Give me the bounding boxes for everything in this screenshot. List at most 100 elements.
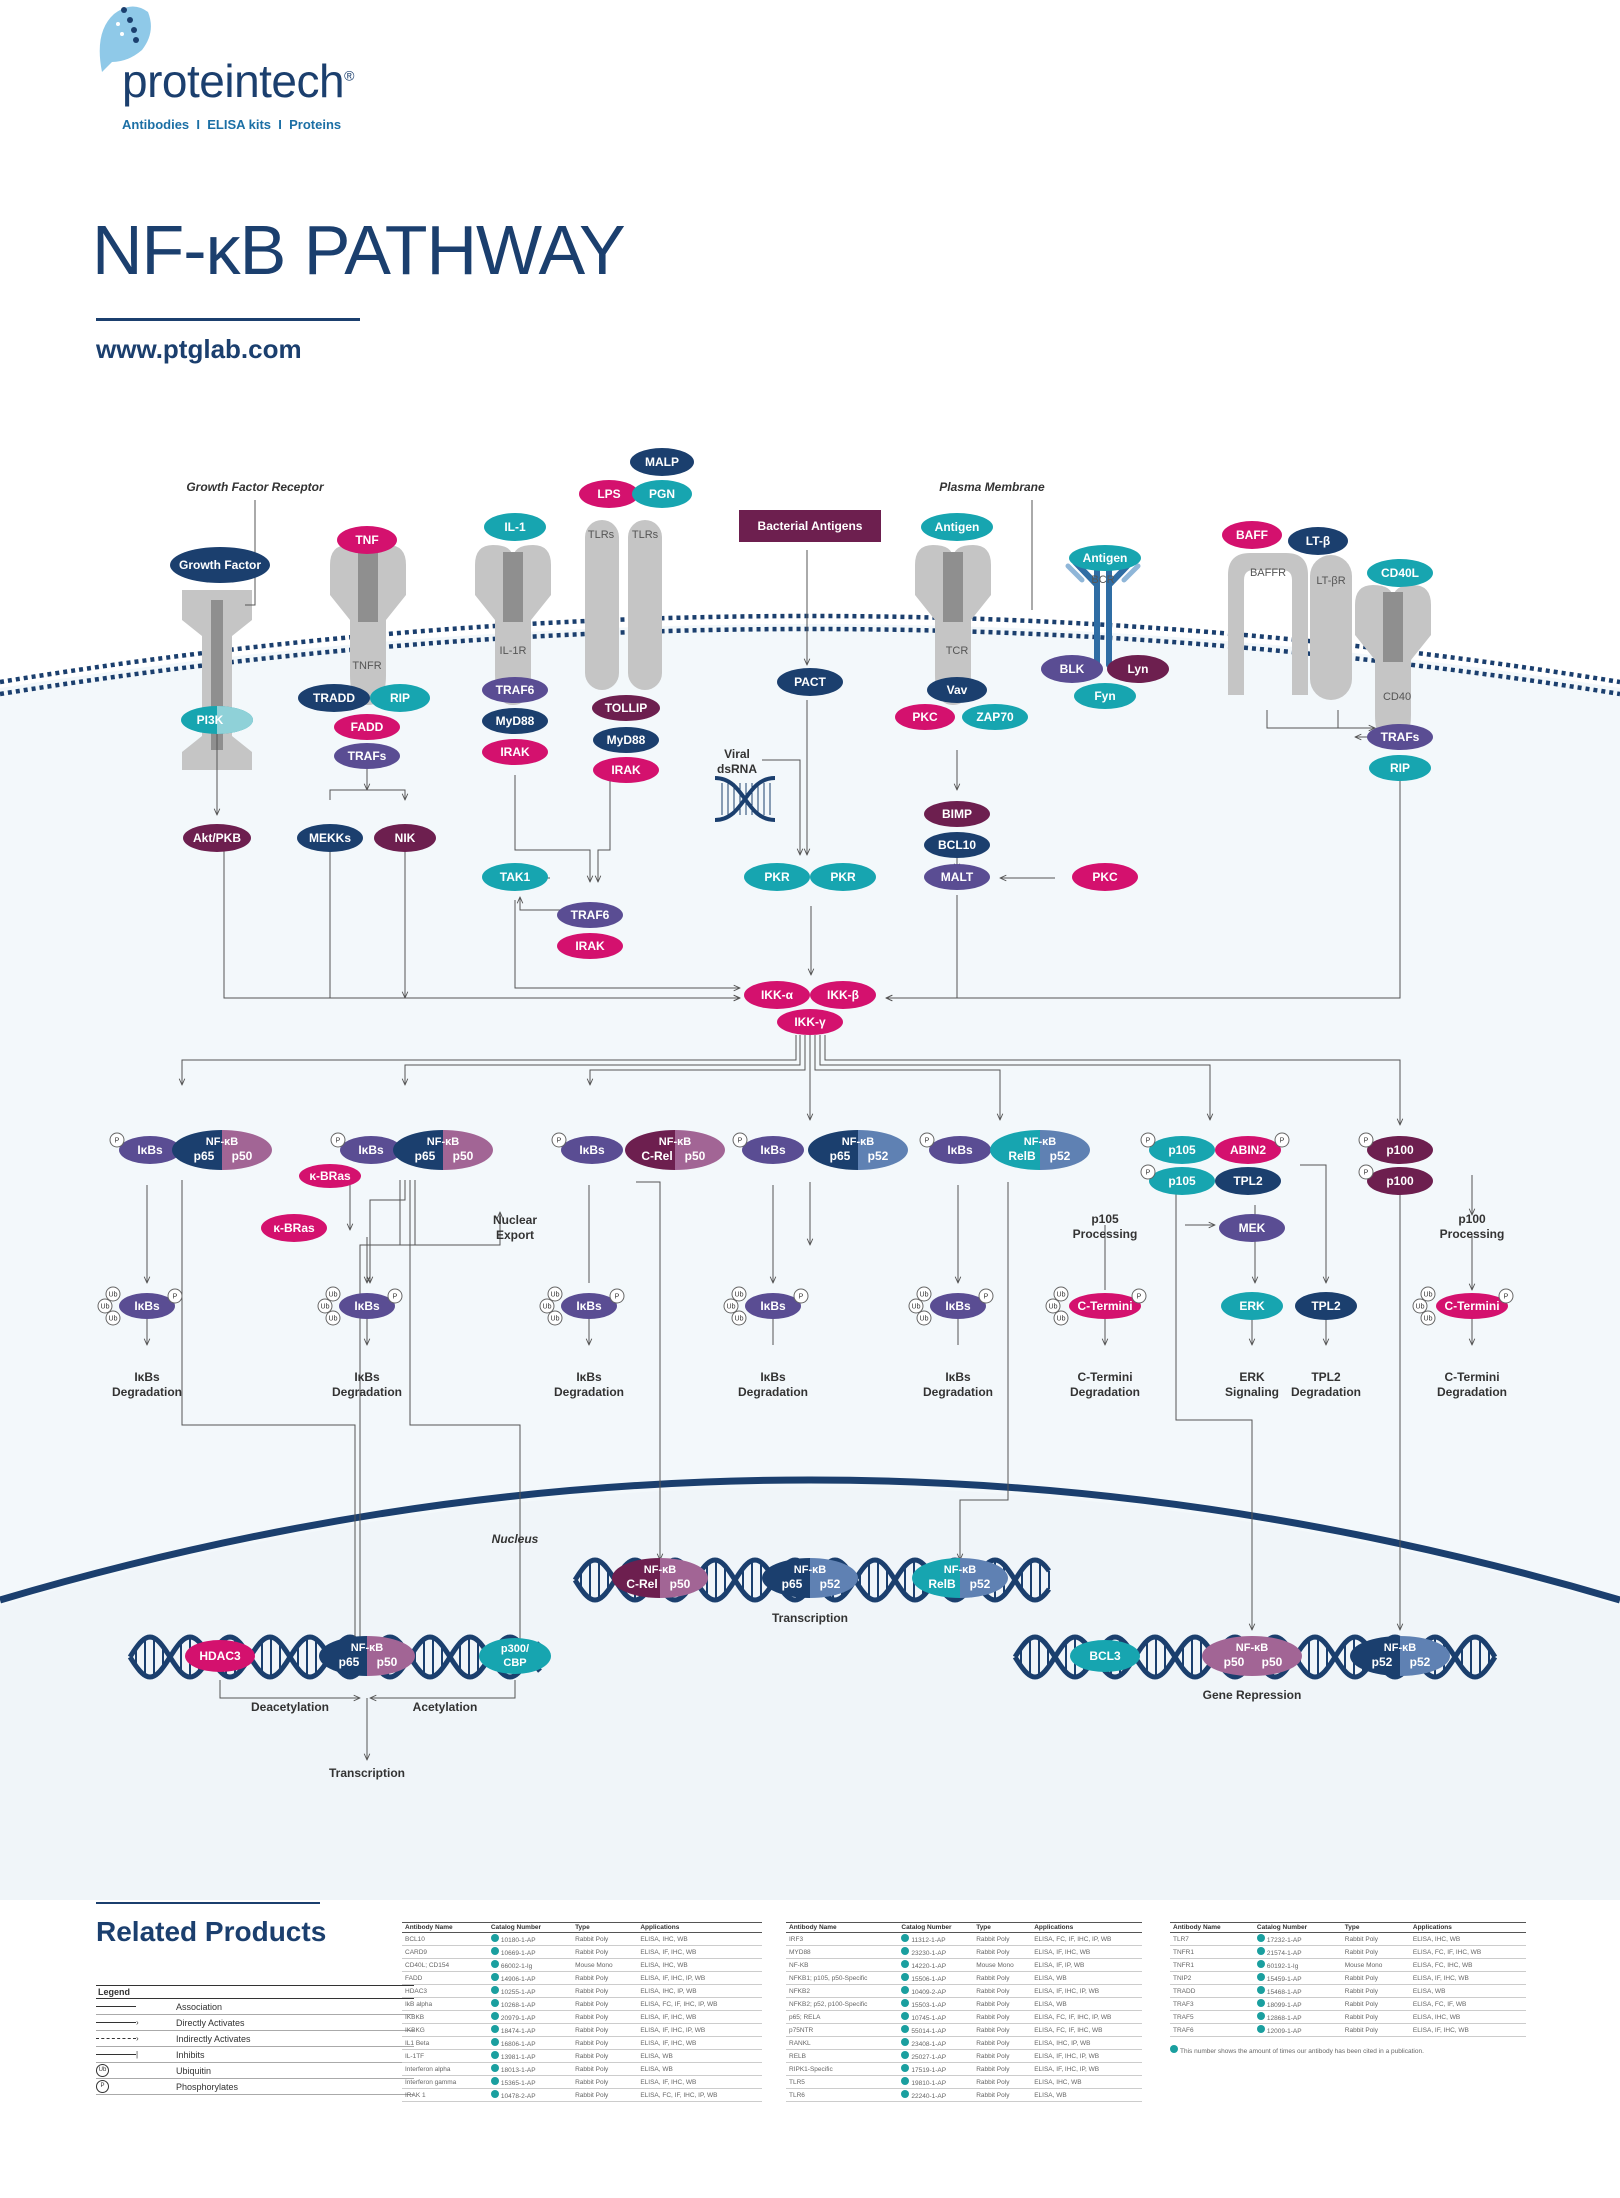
table-cell[interactable]: TNFR1: [1170, 1945, 1254, 1959]
citation-icon: [901, 2090, 910, 2098]
ikk-alpha-node: IKK-α: [744, 981, 810, 1009]
table-cell[interactable]: IL1 Beta: [402, 2036, 488, 2050]
pathway-connector: [520, 897, 565, 911]
table-cell[interactable]: BCL10: [402, 1932, 488, 1946]
table-cell[interactable]: p75NTR: [786, 2023, 899, 2037]
table-cell[interactable]: FADD: [402, 1971, 488, 1985]
table-cell[interactable]: IKBKB: [402, 2010, 488, 2024]
table-cell: ELISA, IF, IHC, WB: [1409, 1971, 1526, 1985]
table-cell[interactable]: RIPK1-Specific: [786, 2062, 899, 2076]
table-cell[interactable]: TLR7: [1170, 1932, 1254, 1946]
table-cell: ELISA, FC, IF, IHC, IP, WB: [1031, 1932, 1142, 1946]
ikbs-node: IκBs: [929, 1136, 991, 1164]
svg-text:LT-β: LT-β: [1306, 534, 1330, 548]
citation-icon: [901, 2038, 910, 2046]
table-cell: 19810-1-AP: [898, 2075, 974, 2089]
c-termini-node: C-Termini: [1436, 1293, 1508, 1319]
table-cell[interactable]: Interferon alpha: [402, 2062, 488, 2076]
website-url[interactable]: www.ptglab.com: [96, 334, 302, 364]
pathway-connector: [370, 1180, 406, 1283]
table-cell[interactable]: CD40L; CD154: [402, 1958, 488, 1972]
ubiquitin-icon: Ub: [723, 1298, 739, 1314]
nfkb-label: NF-κB: [206, 1136, 238, 1148]
table-cell: 14220-1-AP: [898, 1958, 974, 1972]
table-cell[interactable]: IL-1TF: [402, 2049, 488, 2063]
table-cell[interactable]: TNFR1: [1170, 1958, 1254, 1972]
svg-text:IκBs: IκBs: [354, 1299, 380, 1313]
p65-subunit-label: p65: [415, 1149, 436, 1163]
table-cell[interactable]: TLR5: [786, 2075, 899, 2089]
ubiquitin-icon: Ub: [1420, 1310, 1436, 1326]
pathway-connector: [181, 1180, 355, 1650]
table-cell[interactable]: NFKB2; p52, p100-Specific: [786, 1997, 899, 2011]
table-cell[interactable]: TRAF6: [1170, 2023, 1254, 2037]
phosphate-icon: P: [978, 1288, 994, 1304]
svg-text:TRAFs: TRAFs: [1381, 730, 1420, 744]
table-cell[interactable]: Interferon gamma: [402, 2075, 488, 2089]
svg-text:MEK: MEK: [1239, 1221, 1266, 1235]
table-cell[interactable]: TRADD: [1170, 1984, 1254, 1998]
nfkb-label: NF-κB: [944, 1564, 976, 1576]
svg-text:Ub: Ub: [1424, 1315, 1433, 1322]
viral-dsrna-label: dsRNA: [717, 762, 757, 776]
table-cell[interactable]: NF-KB: [786, 1958, 899, 1972]
mekks-node: MEKKs: [297, 824, 363, 852]
tlr-receptor-2: [628, 520, 662, 690]
table-cell[interactable]: TRAF5: [1170, 2010, 1254, 2024]
table-cell: Rabbit Poly: [572, 1984, 638, 1998]
table-cell[interactable]: NFKB2: [786, 1984, 899, 1998]
traf6-node: TRAF6: [557, 902, 623, 928]
nfkb-label: NF-κB: [351, 1642, 383, 1654]
table-cell[interactable]: IRAK 1: [402, 2088, 488, 2102]
baffr-label: BAFFR: [1250, 567, 1286, 579]
p100-processing-label: p100: [1458, 1212, 1486, 1226]
citation-icon: [490, 1999, 499, 2007]
table-cell[interactable]: TLR6: [786, 2088, 899, 2102]
svg-text:p100: p100: [1386, 1174, 1414, 1188]
svg-text:Antigen: Antigen: [1083, 551, 1128, 565]
table-cell[interactable]: RELB: [786, 2049, 899, 2063]
table-cell[interactable]: MYD88: [786, 1945, 899, 1959]
p100-processing-label: Processing: [1440, 1227, 1505, 1241]
pathway-connector: [223, 850, 740, 998]
table-cell: 18099-1-AP: [1253, 1997, 1342, 2011]
svg-text:PKR: PKR: [830, 870, 856, 884]
citation-icon: [1256, 1986, 1265, 1994]
table-cell: 17232-1-AP: [1253, 1932, 1342, 1946]
table-cell: ELISA, FC, IHC, WB: [1409, 1958, 1526, 1972]
citation-icon: [1256, 2025, 1265, 2033]
nfkb-label: NF-κB: [794, 1564, 826, 1576]
citation-icon: [901, 2077, 910, 2085]
table-cell[interactable]: p65; RELA: [786, 2010, 899, 2024]
phosphate-icon: P: [609, 1288, 625, 1304]
pathway-connector: [886, 767, 1401, 998]
table-cell[interactable]: IKBKG: [402, 2023, 488, 2037]
table-cell: 16806-1-AP: [487, 2036, 573, 2050]
table-cell: Rabbit Poly: [973, 1971, 1032, 1985]
svg-text:BCL3: BCL3: [1089, 1649, 1121, 1663]
table-cell: 12009-1-AP: [1253, 2023, 1342, 2037]
table-cell[interactable]: IkB alpha: [402, 1997, 488, 2011]
svg-text:ERK: ERK: [1239, 1299, 1265, 1313]
table-cell[interactable]: HDAC3: [402, 1984, 488, 1998]
table-cell[interactable]: CARD9: [402, 1945, 488, 1959]
table-cell: ELISA, IF, IHC, IP, WB: [637, 2023, 762, 2037]
table-cell[interactable]: RANKL: [786, 2036, 899, 2050]
kbras-node: κ-BRas: [261, 1214, 327, 1242]
table-cell[interactable]: IRF3: [786, 1932, 899, 1946]
table-cell[interactable]: TNIP2: [1170, 1971, 1254, 1985]
table-cell[interactable]: NFKB1; p105, p50-Specific: [786, 1971, 899, 1985]
svg-text:Ub: Ub: [1057, 1291, 1066, 1298]
table-cell[interactable]: TRAF3: [1170, 1997, 1254, 2011]
table-cell: Rabbit Poly: [973, 2062, 1032, 2076]
